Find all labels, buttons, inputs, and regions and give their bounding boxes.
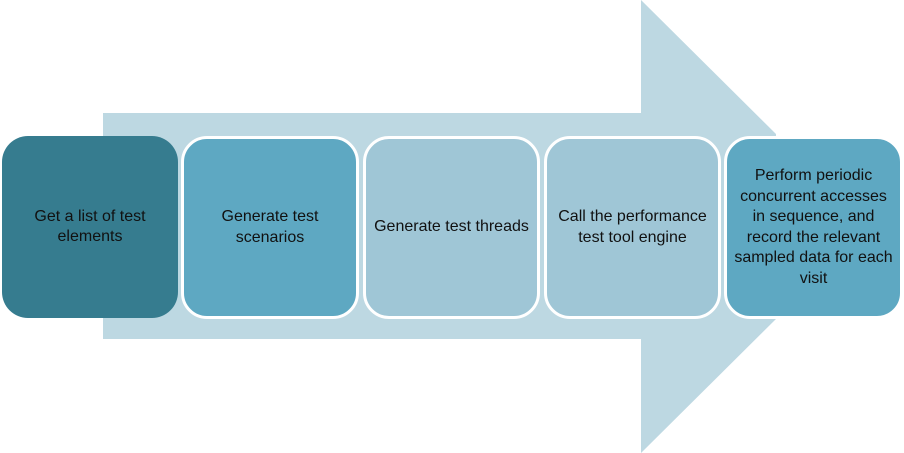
step-perform-concurrent-accesses: Perform periodic concurrent accesses in … [724, 136, 903, 319]
step-generate-test-threads: Generate test threads [363, 136, 540, 319]
step-label: Perform periodic concurrent accesses in … [734, 167, 893, 287]
step-get-test-elements: Get a list of test elements [2, 136, 178, 318]
step-label: Generate test scenarios [221, 208, 319, 246]
step-label: Generate test threads [374, 218, 529, 236]
step-generate-test-scenarios: Generate test scenarios [181, 136, 359, 319]
step-label: Call the performance test tool engine [558, 208, 707, 246]
step-label: Get a list of test elements [34, 207, 146, 246]
step-call-performance-engine: Call the performance test tool engine [544, 136, 721, 319]
